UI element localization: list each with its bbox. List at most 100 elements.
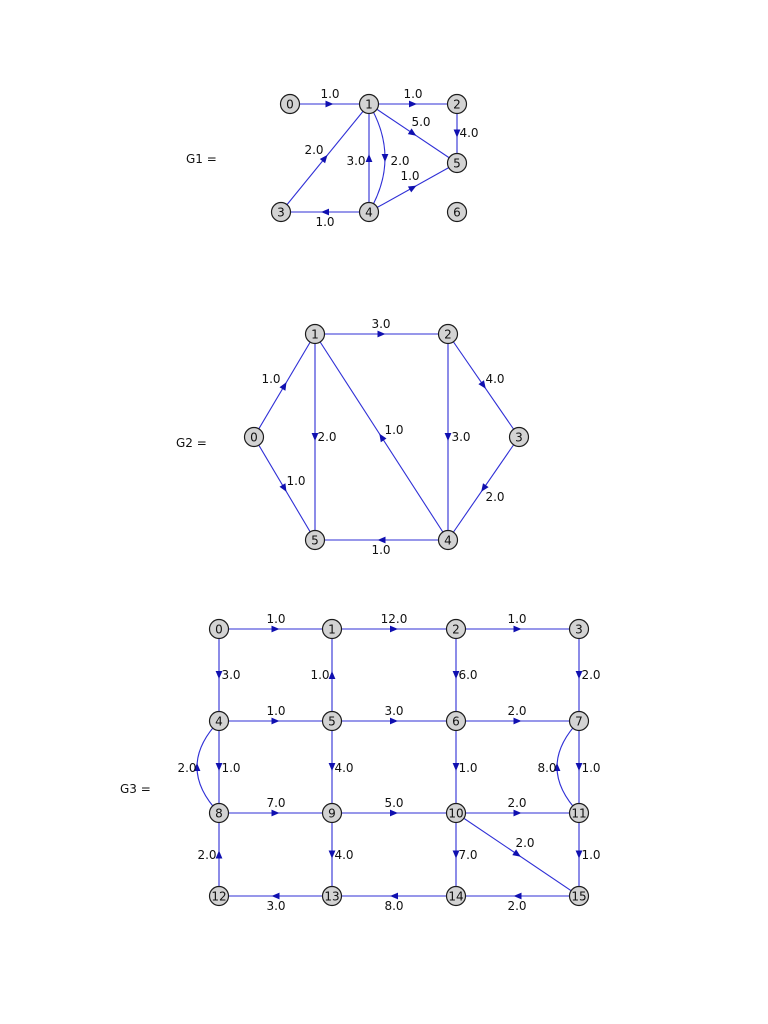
g2-edge-3-to-4: 2.0: [447, 436, 520, 541]
g3-edge-arrow: [513, 625, 522, 633]
g3-edge-weight-label: 1.0: [458, 761, 477, 775]
g3-node-13: 13: [321, 885, 343, 907]
g3-node-label: 5: [328, 715, 336, 729]
g3-edge-arrow: [328, 850, 336, 859]
g3-edge-6-to-10: 1.0: [452, 721, 478, 813]
g3-node-14: 14: [445, 885, 467, 907]
g3-edge-0-to-4: 3.0: [215, 629, 241, 721]
g3-edge-weight-label: 7.0: [266, 796, 285, 810]
g2-edge-4-to-1: 1.0: [314, 333, 449, 541]
g3-edge-weight-label: 2.0: [507, 704, 526, 718]
g3-node-label: 3: [575, 623, 583, 637]
g2-node-label: 2: [444, 328, 452, 342]
g3-node-label: 9: [328, 807, 336, 821]
g2-node-label: 5: [311, 534, 319, 548]
g3-edge-weight-label: 8.0: [537, 761, 556, 775]
g2-edge-arrow: [379, 433, 387, 443]
g1-node-2: 2: [446, 93, 468, 115]
g2-node-circle: [437, 529, 459, 551]
g1-node-circle: [446, 152, 468, 174]
g1-edge-1-to-5: 5.0: [368, 103, 458, 164]
g3-edge-0-to-1: 1.0: [219, 612, 332, 633]
g3-edge-arrow: [271, 892, 280, 900]
g1-node-circle: [270, 201, 292, 223]
g3-edge-line: [196, 720, 220, 814]
g3-node-4: 4: [208, 710, 230, 732]
g3-edge-arrow: [513, 717, 522, 725]
g3-edge-arrow: [215, 671, 223, 679]
g2-edge-2-to-4: 3.0: [444, 334, 471, 540]
g2-edge-2-to-3: 4.0: [447, 333, 520, 438]
g3-edge-3-to-7: 2.0: [575, 629, 601, 721]
g1-node-label: 3: [277, 206, 285, 220]
g3-edge-1-to-2: 12.0: [332, 612, 456, 633]
g1-node-circle: [358, 201, 380, 223]
g3-edge-arrow: [513, 892, 522, 900]
g3-node-label: 8: [215, 807, 223, 821]
g2-edge-arrow: [279, 483, 287, 492]
g1-node-4: 4: [358, 201, 380, 223]
g3-edge-weight-label: 1.0: [310, 668, 329, 682]
g3-edge-8-to-9: 7.0: [219, 796, 332, 817]
g2-node-circle: [304, 323, 326, 345]
g2-edge-weight-label: 1.0: [384, 423, 403, 437]
g3-edge-weight-label: 6.0: [458, 668, 477, 682]
g3-edge-arrow: [575, 671, 583, 679]
g2-edge-weight-label: 3.0: [371, 317, 390, 331]
g3-edge-arrow: [390, 625, 398, 633]
g1-edge-weight-label: 2.0: [390, 154, 409, 168]
g3-edge-15-to-14: 2.0: [456, 892, 579, 913]
g1-node-5: 5: [446, 152, 468, 174]
g3-edge-arrow: [215, 850, 223, 859]
g1-edge-0-to-1: 1.0: [290, 87, 369, 108]
g3-edge-weight-label: 4.0: [334, 848, 353, 862]
g3-edge-weight-label: 3.0: [384, 704, 403, 718]
g3-edge-weight-label: 1.0: [581, 761, 600, 775]
g2-edge-weight-label: 1.0: [261, 372, 280, 386]
g3-edge-arrow: [390, 809, 398, 817]
g1-edge-weight-label: 2.0: [304, 143, 323, 157]
g1-node-circle: [446, 201, 468, 223]
g3-node-circle: [208, 802, 230, 824]
g1-edge-arrow: [407, 185, 417, 193]
g1-edge-weight-label: 4.0: [459, 126, 478, 140]
g1-edge-4-to-5: 1.0: [368, 162, 458, 213]
g3-edge-weight-label: 4.0: [334, 761, 353, 775]
g3-node-label: 0: [215, 623, 223, 637]
g3-edge-arrow: [328, 671, 336, 679]
g3-node-label: 11: [571, 807, 586, 821]
g2-edge-0-to-5: 1.0: [253, 436, 316, 541]
g3-node-11: 11: [568, 802, 590, 824]
g2-edge-arrow: [444, 433, 452, 441]
g1-edge-arrow: [325, 100, 334, 108]
g1-node-label: 6: [453, 206, 461, 220]
g3-node-circle: [568, 618, 590, 640]
g3-edge-2-to-3: 1.0: [456, 612, 579, 633]
g1-node-3: 3: [270, 201, 292, 223]
g3-node-circle: [208, 885, 230, 907]
g3-node-5: 5: [321, 710, 343, 732]
g3-node-circle: [321, 618, 343, 640]
g2-edge-1-to-2: 3.0: [315, 317, 448, 338]
g3-edge-weight-label: 2.0: [515, 836, 534, 850]
g2-edge-weight-label: 4.0: [485, 372, 504, 386]
g3-node-circle: [445, 710, 467, 732]
g3-node-12: 12: [208, 885, 230, 907]
g3-edge-arrow: [452, 850, 460, 859]
g1-edge-weight-label: 3.0: [346, 154, 365, 168]
g3-edge-arrow: [390, 717, 398, 725]
g3-edge-arrow: [271, 717, 280, 725]
g1-node-label: 0: [286, 98, 294, 112]
g3-edge-weight-label: 2.0: [507, 796, 526, 810]
g1-edge-arrow: [409, 100, 417, 108]
g1-node-1: 1: [358, 93, 380, 115]
g1-node-label: 1: [365, 98, 373, 112]
g3-node-circle: [445, 618, 467, 640]
g2-edge-arrow: [279, 382, 287, 391]
g2-node-0: 0: [243, 426, 265, 448]
g3-edge-weight-label: 5.0: [384, 796, 403, 810]
g2-node-circle: [508, 426, 530, 448]
